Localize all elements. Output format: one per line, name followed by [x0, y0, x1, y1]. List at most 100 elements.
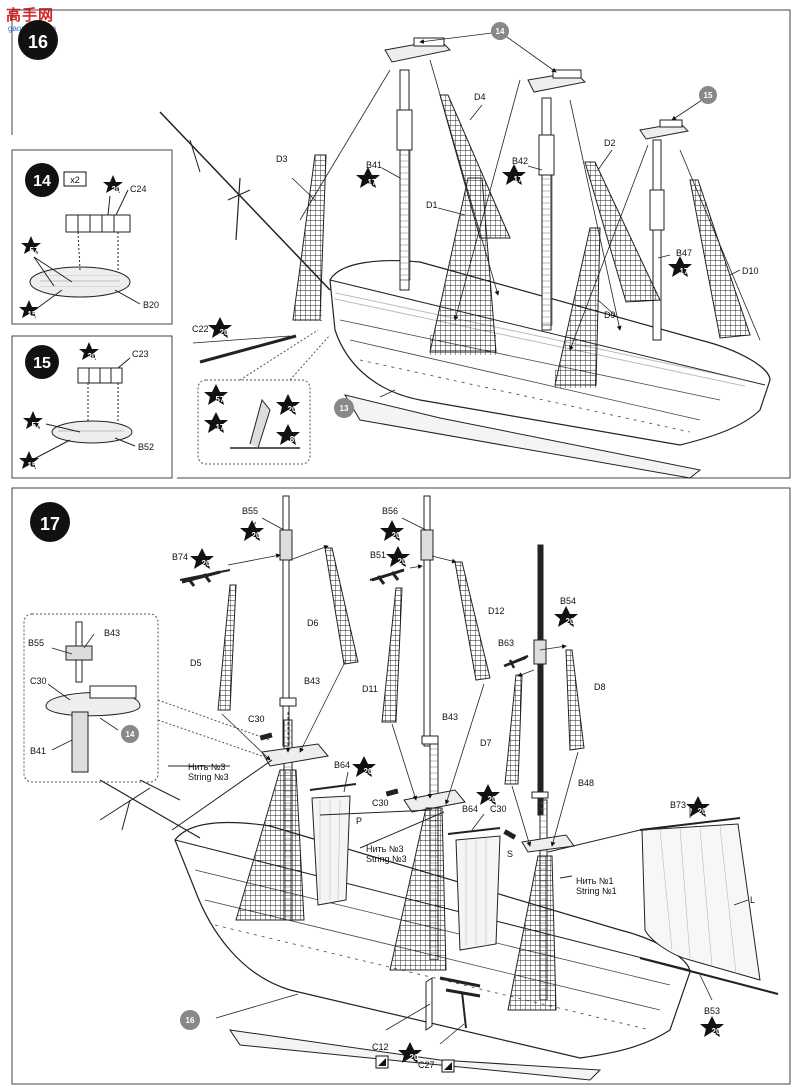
part-C30a	[259, 732, 273, 741]
cement-icon	[375, 1055, 389, 1069]
svg-text:20: 20	[252, 531, 261, 540]
part-D7-label: D7	[480, 738, 492, 748]
paint-20-star: 20	[103, 175, 123, 194]
part-B47-label: B47	[676, 248, 692, 258]
part-B51-crosstree	[371, 568, 405, 585]
ref-14-circle: 14	[121, 725, 139, 743]
paint-15-star: 15	[19, 300, 39, 319]
part-B20-label: B20	[143, 300, 159, 310]
step-16-number: 16	[28, 32, 48, 52]
svg-text:13: 13	[340, 404, 349, 413]
paint-17-star: 17	[502, 164, 526, 185]
shroud-D3	[292, 154, 327, 321]
svg-text:17: 17	[680, 267, 689, 276]
sail-L-label: L	[750, 895, 755, 905]
shroud-D11	[381, 587, 403, 723]
part-C30b	[385, 788, 399, 797]
paint-15-star: 15	[19, 451, 39, 470]
part-B48	[531, 791, 549, 799]
step-16-badge	[18, 20, 58, 60]
mast-B56	[420, 495, 434, 747]
mast-B41	[396, 69, 413, 291]
paint-8-label: 8	[290, 435, 295, 444]
svg-text:20: 20	[398, 557, 407, 566]
part-D10-label: D10	[742, 266, 759, 276]
part-C22-label: C22	[192, 324, 209, 334]
part-B53-label: B53	[704, 1006, 720, 1016]
part-B48-label: B48	[578, 778, 594, 788]
shroud-D6	[324, 547, 359, 665]
part-B56-label: B56	[382, 506, 398, 516]
ref-14-circle: 14	[491, 22, 509, 40]
part-D2-label: D2	[604, 138, 616, 148]
mast-B54	[533, 544, 547, 816]
paint-57-label: 57	[216, 395, 225, 404]
part-B41-label: B41	[366, 160, 382, 170]
step-14-multiplier: x2	[70, 175, 80, 185]
paint-57-star: 57	[23, 411, 43, 430]
step-14-panel: 14 x2 C24 B20 20 57 15	[11, 149, 173, 325]
sail-S	[455, 835, 501, 951]
svg-text:20: 20	[566, 617, 575, 626]
part-C23-label: C23	[132, 349, 149, 359]
part-D11-label: D11	[362, 684, 378, 694]
part-C27-label: C27	[418, 1060, 435, 1070]
svg-text:20: 20	[698, 807, 707, 816]
paint-20-star: 20	[554, 606, 578, 627]
part-B73-label: B73	[670, 800, 686, 810]
shroud-D7	[504, 674, 523, 785]
part-D6-label: D6	[307, 618, 319, 628]
platform-14b	[527, 69, 587, 93]
ref-15-circle: 15	[699, 86, 717, 104]
svg-text:14: 14	[126, 730, 135, 739]
svg-text:16: 16	[186, 1016, 195, 1025]
inset-C30-label: C30	[30, 676, 47, 686]
paint-20-star: 20	[380, 520, 404, 541]
part-B74-label: B74	[172, 552, 188, 562]
ref-13-circle: 13	[334, 398, 354, 418]
sail-P	[311, 795, 351, 906]
inset-B55-label: B55	[28, 638, 44, 648]
part-C30c-label: C30	[490, 804, 507, 814]
part-C12-label: C12	[372, 1042, 389, 1052]
part-C30b-label: C30	[372, 798, 389, 808]
paint-20-star: 20	[398, 1042, 422, 1063]
paint-20-star: 20	[700, 1016, 724, 1037]
paint-20-star: 20	[386, 546, 410, 567]
svg-text:15: 15	[28, 310, 37, 319]
paint-17-label: 17	[216, 423, 225, 432]
detail-callout: 57 20 17 8	[197, 329, 331, 465]
part-B51-label: B51	[370, 550, 386, 560]
ship-hull-bottom	[99, 779, 691, 1081]
part-B43a-label: B43	[304, 676, 320, 686]
part-B43a	[279, 697, 297, 707]
step-14-number: 14	[33, 173, 51, 190]
part-D4-label: D4	[474, 92, 486, 102]
paint-57-star: 57	[21, 236, 41, 255]
step-15-number: 15	[33, 355, 51, 372]
sail-L	[641, 823, 761, 981]
sail-S-label: S	[507, 849, 513, 859]
part-B63-crosstree	[503, 654, 529, 669]
svg-text:20: 20	[112, 185, 121, 194]
string-1-ru: Нить №1	[576, 876, 614, 886]
part-B52-label: B52	[138, 442, 154, 452]
part-C30c	[503, 829, 517, 840]
paint-20-star: 20	[352, 756, 376, 777]
string-3b-ru: Нить №3	[366, 844, 404, 854]
svg-text:57: 57	[30, 246, 39, 255]
svg-text:20: 20	[202, 559, 211, 568]
step-15-panel: 15 C23 B52 20 57 15	[11, 335, 173, 479]
paint-20-label: 20	[288, 405, 297, 414]
svg-text:20: 20	[410, 1053, 419, 1062]
svg-text:20: 20	[364, 767, 373, 776]
paint-20-star: 20	[190, 548, 214, 569]
part-B74-crosstree	[181, 570, 221, 587]
paint-20-star: 20	[208, 317, 232, 338]
mast-B55	[279, 495, 293, 747]
shroud-D12	[454, 561, 491, 681]
svg-text:20: 20	[220, 328, 229, 337]
step-17-panel: 17	[11, 487, 791, 1085]
svg-text:17: 17	[368, 178, 377, 187]
